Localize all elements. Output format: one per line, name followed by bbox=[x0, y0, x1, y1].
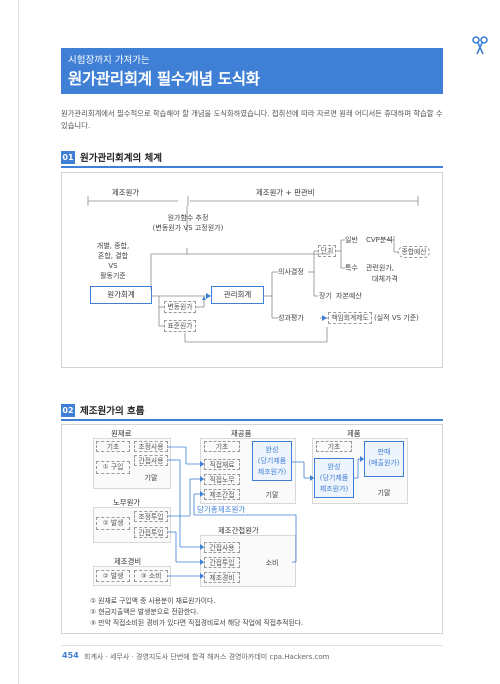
overhead-r1: ③ 소비 bbox=[134, 570, 168, 582]
perf-eval-label: 성과평가 bbox=[278, 314, 304, 322]
cost-side-2: 혼합, 결합 bbox=[97, 252, 129, 260]
footer-rule bbox=[61, 645, 443, 646]
resp-accounting-box: 책임회계제도 bbox=[328, 312, 372, 324]
fg-completed-l1: 완성 bbox=[327, 463, 341, 471]
labor-l1: ② 발생 bbox=[96, 517, 130, 530]
short-term-box: 단기 bbox=[318, 245, 336, 257]
cost-side-3: VS bbox=[108, 262, 118, 270]
wip-completed-l1: 완성 bbox=[265, 446, 279, 454]
wip-end: 기말 bbox=[265, 491, 279, 499]
note-2: ② 현금지출액은 발생분으로 전환한다. bbox=[90, 608, 199, 616]
materials-l2: ① 구입 bbox=[96, 461, 130, 474]
moh-applied: 소비 bbox=[265, 559, 279, 567]
fg-sales-l2: (매출원가) bbox=[368, 459, 400, 467]
page-header: 시험장까지 가져가는 원가관리회계 필수개념 도식화 bbox=[61, 48, 443, 94]
labor-r2: 간접투입 bbox=[134, 527, 168, 538]
materials-title: 원재료 bbox=[111, 429, 132, 438]
materials-account bbox=[93, 438, 171, 489]
section1-rule bbox=[61, 166, 443, 168]
decision-making-label: 의사결정 bbox=[278, 268, 304, 276]
relevant-cost-1: 관련원가, bbox=[366, 264, 394, 272]
actual-vs-standard: (실적 VS 기준) bbox=[374, 314, 419, 322]
standard-costing-box: 표준원가 bbox=[164, 320, 196, 332]
variable-costing-box: 변동원가 bbox=[164, 301, 196, 313]
overhead-title: 제조경비 bbox=[114, 557, 142, 566]
section1-title: 원가관리회계의 체계 bbox=[80, 153, 162, 164]
cost-spec-line1: 원가함수 추정 bbox=[167, 214, 209, 222]
overhead-l1: ② 발생 bbox=[96, 570, 130, 582]
cvp-label: CVP분석 bbox=[366, 236, 393, 244]
moh-r2: 간접투입 bbox=[204, 557, 240, 568]
fg-completed: 완성 (당기제품 제조원가) bbox=[314, 458, 354, 498]
comprehensive-budget-box: 종합예산 bbox=[398, 246, 430, 258]
moh-r3: 제조경비 bbox=[204, 572, 240, 583]
labor-title: 노무원가 bbox=[113, 498, 141, 507]
fg-title: 제품 bbox=[347, 429, 361, 438]
labor-r1: 조정투입 bbox=[134, 511, 168, 522]
materials-l1: 기초 bbox=[96, 441, 130, 452]
header-subtitle: 시험장까지 가져가는 bbox=[68, 55, 150, 66]
footer-text: 회계사 · 세무사 · 경영지도사 단번에 합격 해커스 경영아카데미 cpa.… bbox=[84, 653, 330, 661]
section2-title: 제조원가의 흐름 bbox=[80, 406, 145, 417]
section1-number: 01 bbox=[61, 150, 75, 164]
general-label: 일반 bbox=[345, 236, 358, 244]
materials-r1: 조정사용 bbox=[134, 441, 168, 452]
materials-r3: 기말 bbox=[144, 474, 158, 482]
intro-text: 원가관리회계에서 필수적으로 학습해야 할 개념을 도식화하였습니다. 접취선에… bbox=[61, 109, 443, 130]
moh-account bbox=[200, 535, 296, 587]
relevant-cost-2: 대체가격 bbox=[372, 275, 398, 283]
header-title: 원가관리회계 필수개념 도식화 bbox=[68, 70, 260, 88]
wip-completed-l3: 제조원가) bbox=[257, 468, 287, 476]
cost-side-1: 개별, 종합, bbox=[96, 242, 130, 250]
cut-line bbox=[18, 0, 19, 684]
fg-sales: 판매 (매출원가) bbox=[364, 441, 404, 477]
wip-completed-l2: (당기제품 bbox=[257, 457, 287, 465]
fg-completed-l3: 제조원가) bbox=[319, 485, 349, 493]
cost-side-4: 활동기준 bbox=[100, 272, 126, 280]
note-1: ① 원재료 구입액 중 사용분이 재료원가이다. bbox=[90, 597, 216, 605]
s1-right-header: 제조원가 + 판관비 bbox=[256, 188, 315, 197]
section1-heading: 01 원가관리회계의 체계 bbox=[61, 150, 162, 164]
section2-rule bbox=[61, 419, 443, 421]
fg-l1: 기초 bbox=[316, 441, 352, 452]
special-label: 특수 bbox=[345, 264, 358, 272]
materials-r2: 간접사용 bbox=[134, 455, 168, 466]
moh-title: 제조간접원가 bbox=[218, 526, 259, 535]
wip-completed: 완성 (당기제품 제조원가) bbox=[252, 441, 292, 481]
section2-number: 02 bbox=[61, 403, 75, 417]
section1-diagram bbox=[61, 172, 443, 368]
fg-completed-l2: (당기제품 bbox=[319, 474, 349, 482]
wip-title: 재공품 bbox=[231, 429, 252, 438]
long-term-label: 장기 bbox=[319, 292, 332, 300]
section2-heading: 02 제조원가의 흐름 bbox=[61, 403, 145, 417]
wip-r1: 직접재료 bbox=[204, 459, 240, 470]
mgmt-accounting-box: 관리회계 bbox=[211, 286, 264, 304]
moh-r1: 간접사용 bbox=[204, 542, 240, 553]
wip-r2: 직접노무 bbox=[204, 474, 240, 485]
page-number: 454 bbox=[62, 651, 79, 660]
note-3: ③ 만약 직접소비된 경비가 있다면 직접경비로서 해당 작업에 직접추적된다. bbox=[90, 619, 304, 627]
cost-accounting-box: 원가회계 bbox=[90, 286, 152, 304]
wip-cogm: 당기총제조원가 bbox=[197, 505, 246, 514]
s1-left-header: 제조원가 bbox=[112, 188, 140, 197]
capital-budget-label: 자본예산 bbox=[336, 292, 362, 300]
fg-end: 기말 bbox=[377, 489, 391, 497]
wip-l1: 기초 bbox=[204, 441, 240, 452]
cost-spec-line2: (변동원가 VS 고정원가) bbox=[152, 224, 224, 232]
fg-sales-l1: 판매 bbox=[377, 448, 391, 456]
wip-r3: 제조간접 bbox=[204, 489, 240, 500]
